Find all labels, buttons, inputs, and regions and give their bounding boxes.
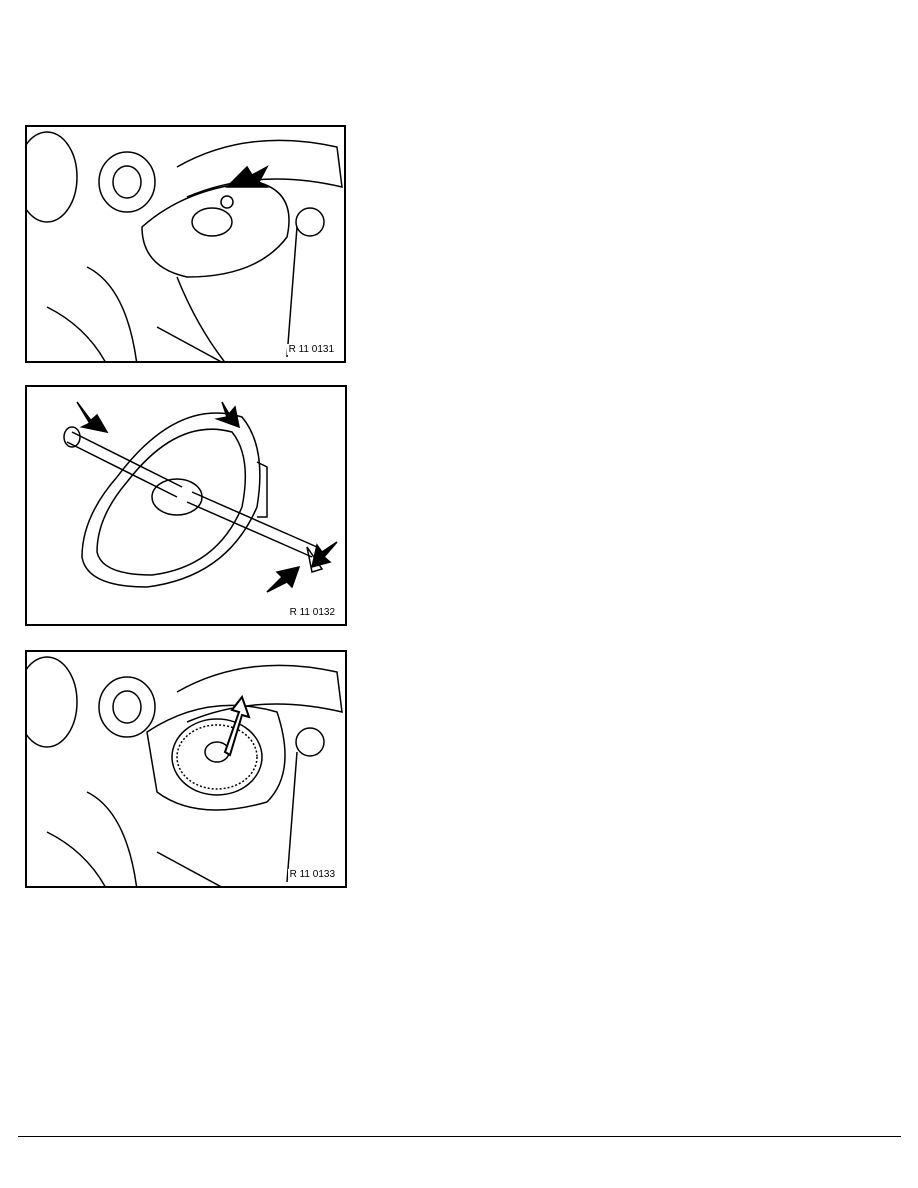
engine-filter-cover-illustration-icon bbox=[27, 131, 343, 361]
figure-3: R 11 0133 bbox=[25, 650, 347, 888]
figure-2: R 11 0132 bbox=[25, 385, 347, 626]
footer-divider bbox=[18, 1136, 901, 1137]
figure-label: R 11 0131 bbox=[286, 344, 336, 355]
filter-cover-bolt-illustration-icon bbox=[63, 401, 338, 593]
figure-1: R 11 0131 bbox=[25, 125, 346, 363]
figure-label: R 11 0133 bbox=[287, 869, 337, 880]
figure-label: R 11 0132 bbox=[287, 607, 337, 618]
filter-element-removal-illustration-icon bbox=[27, 656, 343, 886]
